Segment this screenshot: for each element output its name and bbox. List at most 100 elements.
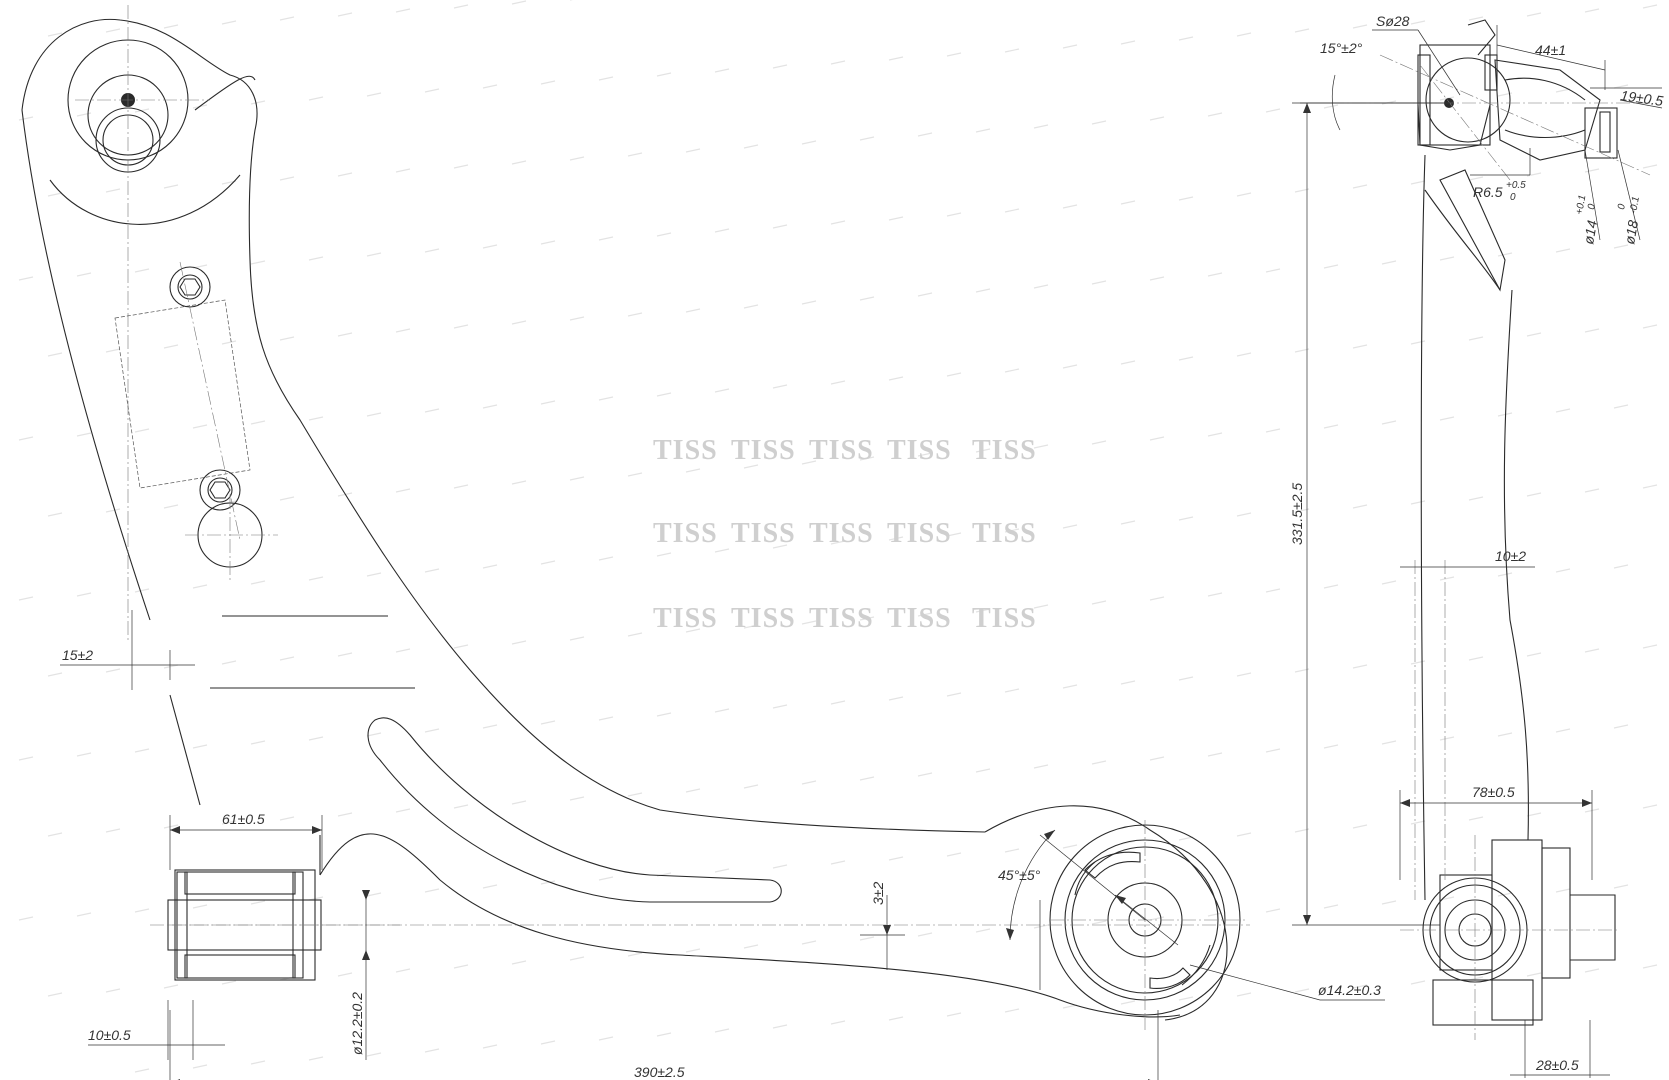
background-tick — [569, 156, 585, 161]
background-tick — [1642, 804, 1658, 809]
background-tick — [946, 1012, 962, 1017]
background-tick — [250, 740, 266, 745]
background-tick — [308, 1056, 324, 1061]
background-tick — [424, 88, 440, 93]
background-tick — [18, 276, 34, 281]
background-tick — [1439, 416, 1455, 421]
background-tick — [801, 140, 817, 145]
background-tick — [1642, 484, 1658, 489]
background-tick — [1033, 284, 1049, 289]
background-tick — [279, 496, 295, 501]
background-tick — [1584, 968, 1600, 973]
background-tick — [1642, 164, 1658, 169]
background-tick — [18, 756, 34, 761]
background-tick — [830, 60, 846, 65]
background-tick — [685, 948, 701, 953]
background-tick — [18, 596, 34, 601]
background-tick — [1004, 848, 1020, 853]
background-tick — [1613, 404, 1629, 409]
background-tick — [772, 1024, 788, 1029]
background-tick — [801, 300, 817, 305]
background-tick — [482, 1044, 498, 1049]
background-tick — [47, 352, 63, 357]
background-tick — [1526, 332, 1542, 337]
background-tick — [47, 672, 63, 677]
background-tick — [1526, 652, 1542, 657]
background-tick — [424, 568, 440, 573]
background-tick — [337, 812, 353, 817]
background-tick — [366, 412, 382, 417]
background-tick — [221, 340, 237, 345]
dim-r65-tol-low: 0 — [1510, 192, 1516, 203]
background-tick — [1468, 496, 1484, 501]
background-tick — [1584, 488, 1600, 493]
background-tick — [772, 704, 788, 709]
background-tick — [366, 92, 382, 97]
background-tick — [1410, 20, 1426, 25]
background-tick — [76, 432, 92, 437]
background-tick — [1381, 580, 1397, 585]
background-tick — [279, 816, 295, 821]
dim-390: 390±2.5 — [634, 1064, 685, 1080]
background-tick — [801, 940, 817, 945]
background-tick — [1091, 760, 1107, 765]
background-tick — [917, 932, 933, 937]
background-tick — [453, 4, 469, 9]
background-tick — [424, 1048, 440, 1053]
background-tick — [105, 508, 121, 513]
background-tick — [279, 336, 295, 341]
background-tick — [482, 724, 498, 729]
background-tick — [1294, 28, 1310, 33]
background-tick — [627, 152, 643, 157]
background-tick — [1410, 500, 1426, 505]
background-tick — [453, 964, 469, 969]
background-tick — [917, 132, 933, 137]
control-arm-side-view — [1330, 19, 1651, 1040]
background-tick — [105, 188, 121, 193]
background-tick — [627, 632, 643, 637]
background-tick — [1149, 756, 1165, 761]
background-tick — [1410, 820, 1426, 825]
background-tick — [1033, 124, 1049, 129]
background-tick — [250, 580, 266, 585]
background-tick — [1062, 844, 1078, 849]
background-tick — [540, 80, 556, 85]
background-tick — [1352, 824, 1368, 829]
background-tick — [511, 800, 527, 805]
watermark-text: TISS — [809, 435, 874, 466]
background-tick — [1642, 324, 1658, 329]
background-tick — [1381, 900, 1397, 905]
background-tick — [1323, 424, 1339, 429]
dim-10-2: 10±2 — [1495, 548, 1526, 564]
watermark-text: TISS — [972, 435, 1037, 466]
background-tick — [1207, 592, 1223, 597]
background-tick — [1091, 600, 1107, 605]
background-tick — [1555, 728, 1571, 733]
background-tick — [1178, 356, 1194, 361]
dim-15-2: 15±2 — [62, 647, 93, 663]
background-tick — [772, 64, 788, 69]
background-tick — [1004, 528, 1020, 533]
background-tick — [1178, 996, 1194, 1001]
background-tick — [1265, 108, 1281, 113]
background-tick — [1236, 992, 1252, 997]
background-tick — [1062, 364, 1078, 369]
background-tick — [1120, 40, 1136, 45]
background-tick — [250, 1060, 266, 1065]
watermark-text: TISS — [809, 603, 874, 634]
dim-18-tol-up: 0 — [1616, 203, 1628, 211]
background-tick — [1207, 912, 1223, 917]
background-tick — [366, 732, 382, 737]
background-tick — [482, 84, 498, 89]
background-tick — [772, 384, 788, 389]
background-tick — [888, 376, 904, 381]
watermark-text: TISS — [887, 603, 952, 634]
background-tick — [714, 68, 730, 73]
background-tick — [685, 308, 701, 313]
background-tick — [1178, 196, 1194, 201]
background-tick — [221, 20, 237, 25]
background-tick — [888, 1016, 904, 1021]
watermark: TISS TISS TISS TISS TISS TISS TISS TISS … — [653, 435, 1037, 634]
background-tick — [801, 620, 817, 625]
background-tick — [1323, 744, 1339, 749]
